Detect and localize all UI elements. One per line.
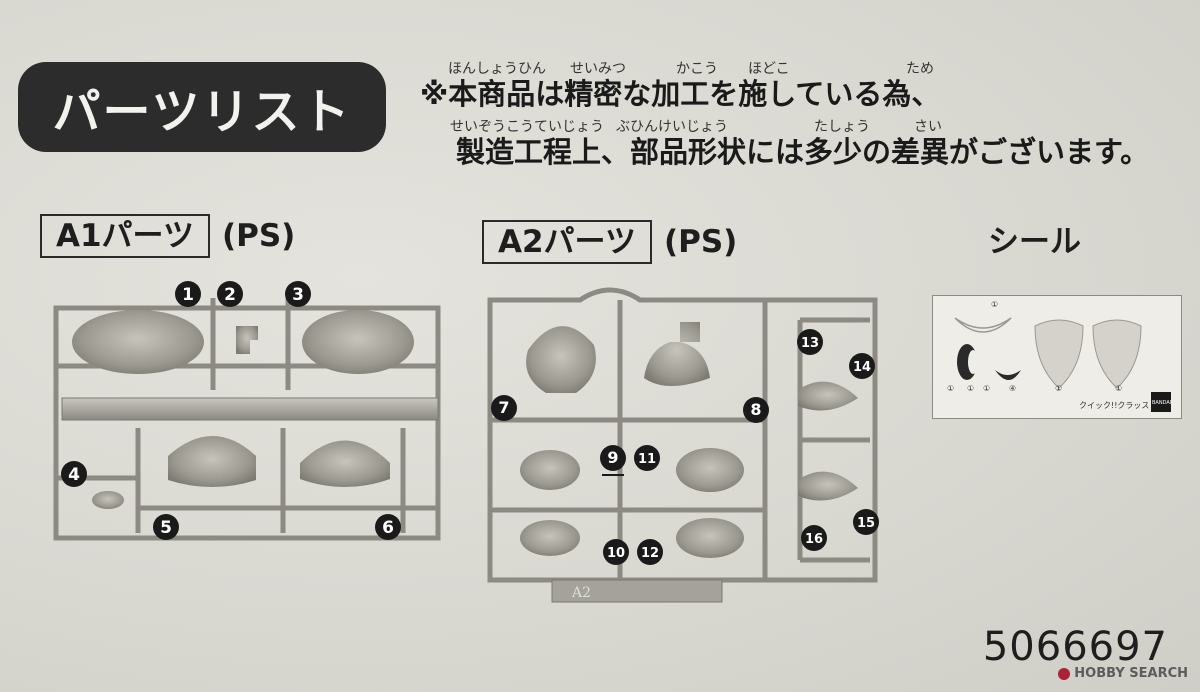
a2-part-12-shape [676,518,744,558]
product-code: 5066697 [982,624,1168,670]
ruby: ほどこ [748,61,790,77]
a1-material: (PS) [221,218,296,254]
a1-part-2-shape [236,326,258,354]
parts-list-title: パーツリスト [18,62,386,152]
a1-part-1-shape [72,310,204,374]
a1-label-1: 1 [182,285,194,305]
a1-label: A1パーツ [40,214,210,258]
a2-label-15: 15 [857,516,875,531]
a2-label-16: 16 [805,532,823,547]
sticker-number: ① [1115,384,1123,393]
ruby-line-2: せいぞうこうていじょう ぶひんけいじょう たしょう さい [420,116,1190,135]
sticker-label: シール [988,224,1081,260]
a2-runner-tag-plate [551,579,723,603]
ruby: せいぞうこうていじょう [450,119,604,135]
a1-part-5-shape [168,436,256,487]
ruby: せいみつ [570,61,626,77]
note-line-1: ※本商品は精密な加工を施している為、 [420,77,941,111]
a2-part-8-shape [644,322,710,386]
bandai-logo: BANDAI [1152,400,1172,406]
ruby: ぶひんけいじょう [616,119,728,135]
ruby-line-1: ほんしょうひん せいみつ かこう ほどこ ため [420,58,1190,77]
ruby: ほんしょうひん [448,61,546,77]
a2-part-11-shape [676,448,744,492]
a1-runner-bar [61,397,439,421]
watermark: HOBBY SEARCH [1058,666,1188,681]
a1-label-2: 2 [224,285,236,305]
a2-part-9-shape [520,450,580,490]
a2-part-13-shape [798,381,858,411]
a2-label-10: 10 [607,546,625,561]
a1-label-4: 4 [68,465,80,485]
note-line-2: 製造工程上、部品形状には多少の差異がございます。 [456,135,1150,169]
ruby: たしょう [814,119,870,135]
a2-label-11: 11 [638,452,656,467]
a2-label-12: 12 [641,546,659,561]
a1-section-label: A1パーツ (PS) [40,214,295,258]
a1-part-6-shape [300,440,390,487]
ruby: さい [914,119,942,135]
sticker-number: ① [947,384,955,393]
a2-part-10-shape [520,520,580,556]
a2-label: A2パーツ [482,220,652,264]
a1-part-3-shape [302,310,414,374]
sticker-caption: クイック!!クラッス [1079,401,1150,410]
sticker-sheet: ① ① ① ① ④ ① ① クイック!!クラッス BANDAI [932,295,1182,419]
a2-label-8: 8 [750,400,761,419]
a1-label-6: 6 [382,518,394,538]
a1-label-3: 3 [292,285,304,305]
a2-part-7-shape [526,326,596,393]
sticker-number: ① [983,384,991,393]
a2-material: (PS) [663,224,738,260]
a2-section-label: A2パーツ (PS) [482,220,737,264]
a1-label-5: 5 [160,518,172,538]
sticker-number: ① [1055,384,1063,393]
hobby-search-logo-icon [1058,667,1071,680]
sticker-shapes [954,317,1171,412]
ruby: かこう [676,61,718,77]
a2-label-14: 14 [853,360,871,375]
a2-runner-diagram: A2 7 8 9 10 11 12 13 14 15 16 [487,287,879,603]
title-text: パーツリスト [52,84,352,140]
sticker-number: ① [991,300,999,309]
sticker-number: ① [967,384,975,393]
a2-label-9: 9 [607,448,618,467]
ruby: ため [906,61,934,77]
sticker-section-label: シール [988,224,1081,260]
a1-runner-diagram: 1 2 3 4 5 6 [53,281,441,541]
a2-label-13: 13 [801,336,819,351]
manufacturing-note: ほんしょうひん せいみつ かこう ほどこ ため ※本商品は精密な加工を施している… [420,58,1190,170]
a2-label-7: 7 [498,398,509,417]
watermark-text: HOBBY SEARCH [1074,666,1188,681]
sticker-number: ④ [1009,384,1017,393]
a2-runner-tag: A2 [571,585,591,601]
a2-part-15-shape [798,471,858,501]
a1-part-4-shape [92,491,124,509]
